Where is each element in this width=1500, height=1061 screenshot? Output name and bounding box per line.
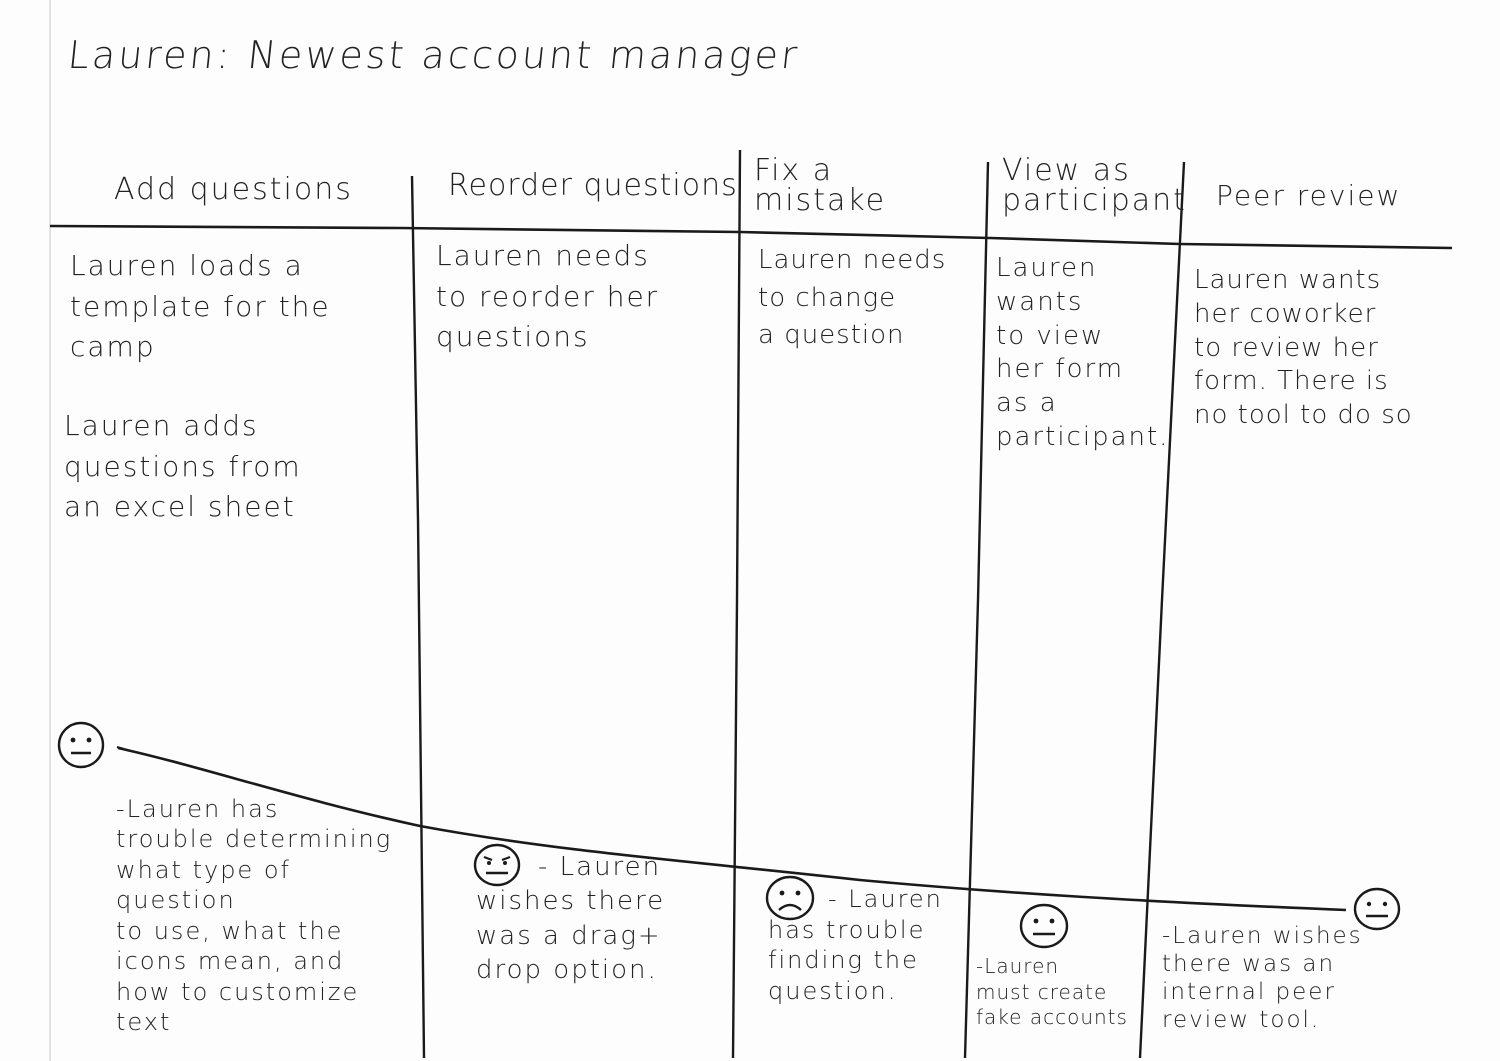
pain-point-fix-mistake: - Lauren has trouble finding the questio… [768,885,943,1006]
column-divider-2 [731,149,742,1059]
step-view-form: Lauren wants to view her form as a parti… [996,253,1170,452]
column-heading-add-questions: Add questions [114,172,353,207]
neutral-face-icon [1019,903,1069,949]
frustrated-face-icon [473,843,521,887]
column-heading-fix-mistake: Fix a mistake [754,153,887,218]
column-heading-view-as-participant: View as participant [1002,153,1187,218]
step-load-template: Lauren loads a template for the camp [70,249,331,364]
step-change-question: Lauren needs to change a question [758,245,947,351]
page-title: Lauren: Newest account manager [65,33,803,77]
neutral-face-icon [1353,887,1401,931]
sad-face-icon [765,875,815,921]
column-heading-peer-review: Peer review [1216,179,1402,212]
emotion-curve-tail [116,746,125,750]
header-rule [49,224,1453,250]
column-divider-1 [410,175,426,1059]
column-divider-3 [963,161,990,1059]
pain-point-peer-review: -Lauren wishes there was an internal pee… [1162,923,1363,1034]
column-divider-4 [1138,161,1186,1059]
step-reorder: Lauren needs to reorder her questions [436,239,660,354]
neutral-face-icon [57,721,105,769]
column-heading-reorder-questions: Reorder questions [448,168,738,203]
pain-point-view-participant: -Lauren must create fake accounts [976,954,1128,1030]
step-peer-review: Lauren wants her coworker to review her … [1194,265,1413,431]
pain-point-add-questions: -Lauren has trouble determining what typ… [116,795,393,1037]
step-add-from-excel: Lauren adds questions from an excel shee… [64,409,302,524]
pain-point-reorder: - Lauren wishes there was a drag+ drop o… [476,852,666,985]
emotion-curve [117,746,1347,912]
